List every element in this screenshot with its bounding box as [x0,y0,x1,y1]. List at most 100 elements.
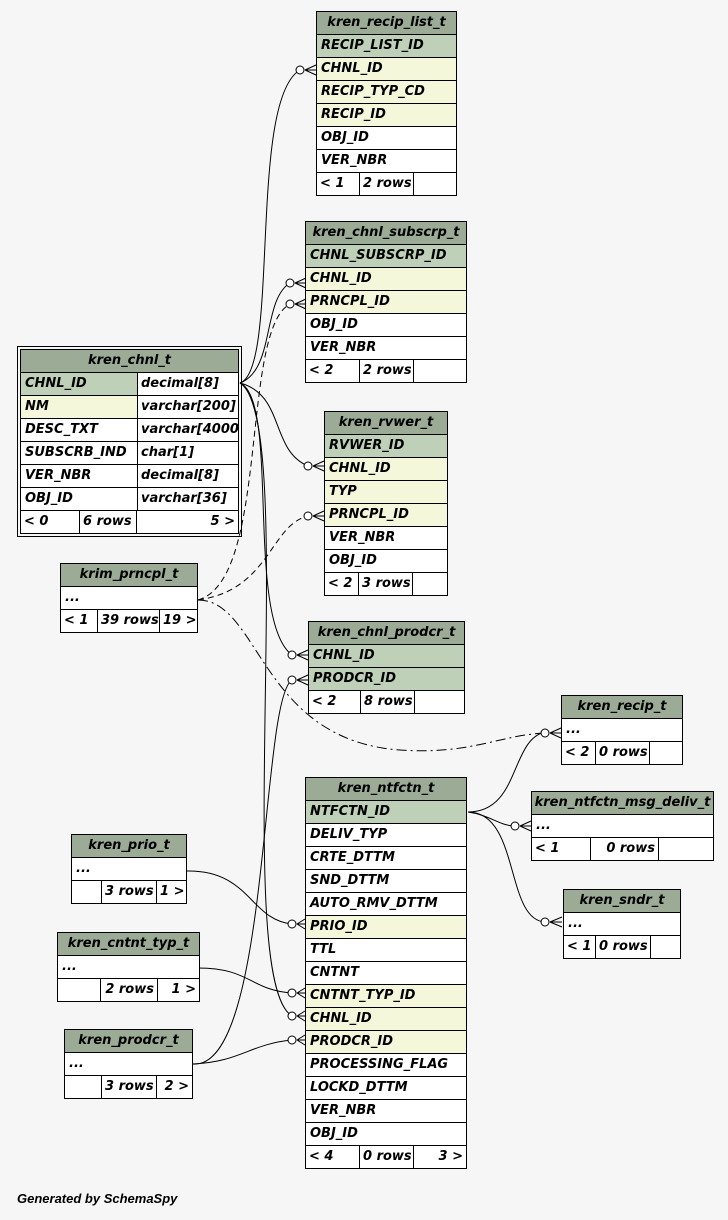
parents-count [58,979,101,1001]
table-kren-recip-t[interactable]: kren_recip_t ... < 2 0 rows [561,695,683,765]
children-count [650,742,682,764]
children-count[interactable]: 3 > [438,1149,463,1164]
children-count[interactable]: 5 > [210,514,235,529]
edge-chnl-chnl-prodcr [239,382,293,656]
column-fk: PRNCPL_ID [325,504,447,527]
column: LOCKD_DTTM [306,1077,466,1100]
parents-count[interactable]: < 2 [562,742,596,764]
column: OBJ_ID [317,127,456,150]
parents-count[interactable]: < 2 [306,360,360,382]
edge-ntfctn-msg-deliv [467,811,516,827]
column-pk: CHNL_SUBSCRP_ID [306,245,466,268]
parents-count[interactable]: < 1 [317,173,360,195]
table-kren-sndr-t[interactable]: kren_sndr_t ... < 1 0 rows [563,889,681,959]
column-fk: PRNCPL_ID [306,291,466,314]
table-footer: < 2 8 rows [309,691,464,713]
row-count: 3 rows [102,1076,157,1098]
table-title[interactable]: kren_recip_list_t [317,12,456,35]
table-title[interactable]: kren_ntfctn_msg_deliv_t [532,792,713,815]
column: PROCESSING_FLAG [306,1054,466,1077]
parents-count[interactable]: < 0 [21,511,80,533]
column-fk: CHNL_ID [306,268,466,291]
edge-prodcr-ntfctn [192,1039,293,1065]
column-type: varchar[200] [137,396,238,418]
table-footer: < 2 3 rows [325,573,447,595]
table-title[interactable]: krim_prncpl_t [61,564,197,587]
parents-count[interactable]: < 2 [309,691,361,713]
table-footer: 3 rows 2 > [65,1076,192,1098]
table-kren-prodcr-t[interactable]: kren_prodcr_t ... 3 rows 2 > [64,1029,193,1099]
children-count [415,691,464,713]
column-ellipsis: ... [72,858,186,881]
parents-count [65,1076,102,1098]
table-title[interactable]: kren_cntnt_typ_t [58,933,199,956]
children-count [414,360,466,382]
table-title[interactable]: kren_sndr_t [564,890,680,913]
row-count: 0 rows [591,838,659,860]
table-title[interactable]: kren_recip_t [562,696,682,719]
parents-count[interactable]: < 1 [532,838,591,860]
generated-by-credit[interactable]: Generated by SchemaSpy [17,1191,178,1206]
column-fk: CHNL_ID [317,58,456,81]
edge-chnl-rvwer [239,382,309,467]
table-title[interactable]: kren_prio_t [72,835,186,858]
edge-chnl-ntfctn [239,382,293,1017]
column: CNTNT [306,962,466,985]
column-type: decimal[8] [137,465,238,487]
column-fk: CNTNT_TYP_ID [306,985,466,1008]
edge-chnl-chnl-subscrp [239,282,291,384]
table-kren-ntfctn-t[interactable]: kren_ntfctn_t NTFCTN_ID DELIV_TYP CRTE_D… [305,777,467,1169]
children-count [659,838,713,860]
table-kren-prio-t[interactable]: kren_prio_t ... 3 rows 1 > [71,834,187,904]
column-pk: CHNL_ID [309,645,464,668]
column-fk: RECIP_ID [317,104,456,127]
column-ellipsis: ... [61,587,197,610]
table-footer: < 4 0 rows 3 > [306,1146,466,1168]
table-title[interactable]: kren_rvwer_t [325,412,447,435]
table-footer: < 1 0 rows [532,838,713,860]
row-count: 6 rows [80,511,137,533]
table-footer: < 1 2 rows [317,173,456,195]
column: VER_NBR [317,150,456,173]
parents-count[interactable]: < 2 [325,573,359,595]
table-title[interactable]: kren_prodcr_t [65,1030,192,1053]
children-count[interactable]: 1 > [171,982,196,997]
column-ellipsis: ... [58,956,199,979]
column-name: DESC_TXT [25,422,98,437]
table-title[interactable]: kren_ntfctn_t [306,778,466,801]
table-title[interactable]: kren_chnl_subscrp_t [306,222,466,245]
column-fk: CHNL_ID [306,1008,466,1031]
column-fk: PRIO_ID [306,916,466,939]
column-pk: RECIP_LIST_ID [317,35,456,58]
row-count: 3 rows [359,573,413,595]
table-kren-chnl-subscrp-t[interactable]: kren_chnl_subscrp_t CHNL_SUBSCRP_ID CHNL… [305,221,467,383]
table-kren-ntfctn-msg-deliv-t[interactable]: kren_ntfctn_msg_deliv_t ... < 1 0 rows [531,791,714,861]
children-count[interactable]: 2 > [164,1079,189,1094]
column-fk: CHNL_ID [325,458,447,481]
row-count: 3 rows [102,881,157,903]
parents-count[interactable]: < 1 [61,610,98,632]
table-kren-recip-list-t[interactable]: kren_recip_list_t RECIP_LIST_ID CHNL_ID … [316,11,457,196]
table-kren-rvwer-t[interactable]: kren_rvwer_t RVWER_ID CHNL_ID TYP PRNCPL… [324,411,448,596]
edge-cntnt-typ-ntfctn [197,967,293,994]
column: VER_NBR [306,337,466,360]
column-type: varchar[4000] [137,419,238,441]
parents-count[interactable]: < 1 [564,936,596,958]
row-count: 2 rows [360,360,414,382]
children-count[interactable]: 1 > [160,884,185,899]
table-title[interactable]: kren_chnl_prodcr_t [309,622,464,645]
edge-prodcr-chnl-prodcr [192,679,293,1065]
row-count: 0 rows [360,1146,414,1168]
table-kren-cntnt-typ-t[interactable]: kren_cntnt_typ_t ... 2 rows 1 > [57,932,200,1002]
row-count: 0 rows [596,742,650,764]
table-kren-chnl-prodcr-t[interactable]: kren_chnl_prodcr_t CHNL_ID PRODCR_ID < 2… [308,621,465,714]
table-krim-prncpl-t[interactable]: krim_prncpl_t ... < 1 39 rows 19 > [60,563,198,633]
table-title[interactable]: kren_chnl_t [21,350,238,373]
column-name: CHNL_ID [25,376,87,391]
children-count [651,936,680,958]
children-count[interactable]: 19 > [163,613,197,628]
parents-count[interactable]: < 4 [306,1146,360,1168]
